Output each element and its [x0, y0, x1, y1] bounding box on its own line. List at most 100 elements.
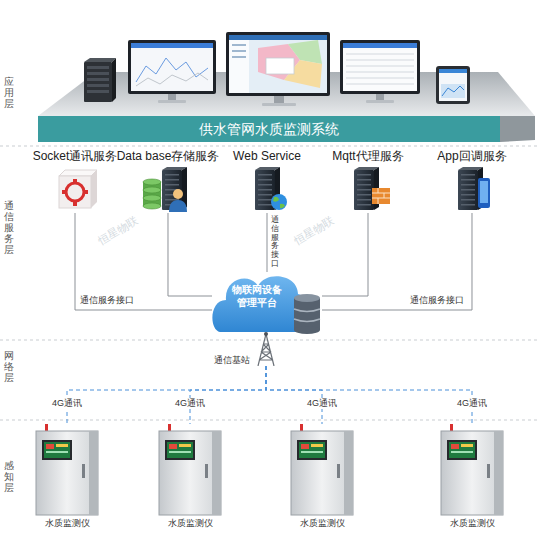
cabinet-figure: [299, 442, 325, 458]
service-icon: [165, 184, 179, 186]
cabinet-figure: [301, 444, 309, 449]
monitor: [346, 84, 414, 85]
layer-label: 通信服务层: [4, 200, 14, 255]
service-icon: [66, 183, 84, 201]
server-rack: [84, 58, 116, 62]
database-cylinder: [294, 294, 320, 302]
service-icon: [143, 187, 161, 193]
service-icon: [461, 204, 475, 206]
service-icon: [442, 166, 502, 212]
service-icon: [73, 201, 77, 206]
server-rack: [87, 78, 109, 81]
platform-name: 物联网设备管理平台: [231, 284, 283, 309]
cabinet-figure: [36, 431, 98, 515]
database-cylinder: [294, 298, 320, 330]
cabinet-figure: [46, 444, 54, 449]
link-label: 通信服务接口: [80, 295, 134, 306]
link-label: 4G通讯: [305, 398, 339, 409]
monitor: [262, 103, 296, 106]
cabinet-figure: [154, 424, 226, 516]
monitor: [346, 78, 414, 79]
layer-divider: [0, 420, 540, 421]
database-cylinder: [294, 309, 320, 322]
wireless-link: [266, 366, 472, 424]
cabinet-figure: [301, 451, 323, 453]
tablet: [436, 66, 470, 104]
watermark: 恒星物联: [96, 214, 141, 247]
service-node: App回调服务: [434, 149, 509, 213]
monitor: [340, 40, 420, 103]
service-icon: [372, 188, 390, 204]
cabinet-figure: [311, 444, 323, 447]
service-icon: [461, 179, 475, 181]
device-name: 水质监测仪: [31, 518, 103, 529]
service-icon: [169, 200, 187, 212]
cabinet-figure: [447, 440, 477, 460]
layer-divider: [0, 146, 540, 420]
layer-divider: [0, 340, 540, 341]
database-cylinder: [294, 294, 320, 334]
service-name: Data base存储服务: [114, 149, 223, 164]
service-icon: [273, 197, 285, 208]
tower-symbol: [254, 330, 278, 366]
layer-label: 感知层: [4, 460, 14, 493]
monitor: [346, 54, 414, 55]
service-icon: [458, 170, 478, 210]
service-icon: [258, 189, 272, 191]
cabinet-figure: [212, 431, 221, 515]
monitor: [274, 96, 284, 104]
service-link: [75, 213, 212, 310]
monitor: [158, 100, 186, 103]
service-icon: [91, 170, 97, 208]
monitor: [229, 35, 327, 40]
cabinet-figure: [31, 424, 103, 516]
cabinet-figure: [82, 464, 85, 478]
device-name: 水质监测仪: [286, 518, 358, 529]
cabinet-figure: [89, 431, 98, 515]
tower-symbol: [264, 332, 268, 336]
system-title: 供水管网水质监测系统: [199, 120, 339, 138]
monitor: [232, 44, 246, 46]
cabinet-figure: [286, 424, 358, 516]
monitor: [168, 94, 176, 101]
monitor: [229, 35, 327, 93]
database-cylinder: [294, 326, 320, 334]
cabinet-figure: [179, 444, 191, 447]
monitor: [346, 72, 414, 73]
service-icon: [458, 167, 490, 210]
tablet: [436, 66, 470, 104]
service-icon: [59, 176, 91, 208]
service-icon: [165, 179, 179, 181]
monitor: [226, 32, 330, 106]
base-station: 通信基站: [254, 330, 278, 366]
cabinet-figure: [461, 444, 473, 447]
monitor: [136, 73, 208, 86]
monitor: [128, 40, 216, 103]
cabinet-figure: [42, 440, 72, 460]
service-icon: [173, 189, 183, 199]
monitor: [376, 94, 384, 101]
service-icon: [461, 199, 475, 201]
service-icon: [357, 189, 371, 191]
service-name: App回调服务: [434, 149, 509, 164]
service-icon: [59, 170, 97, 176]
service-icon: [237, 166, 297, 212]
server-rack: [87, 84, 109, 87]
wireless-link: [266, 366, 322, 424]
monitor: [131, 43, 213, 91]
cabinet-figure: [167, 442, 193, 458]
cabinet-figure: [46, 451, 68, 453]
link-label: 通信服务接口: [410, 295, 464, 306]
server-rack: [87, 90, 109, 93]
monitor: [343, 43, 417, 91]
monitor-device: 水质监测仪: [154, 424, 226, 529]
service-icon: [461, 184, 475, 186]
cabinet-figure: [169, 451, 191, 453]
monitor: [229, 35, 249, 93]
service-icon: [354, 167, 390, 210]
monitor-device: 水质监测仪: [286, 424, 358, 529]
service-icon: [255, 167, 287, 210]
monitor: [366, 100, 394, 103]
service-node: Data base存储服务: [114, 149, 223, 213]
